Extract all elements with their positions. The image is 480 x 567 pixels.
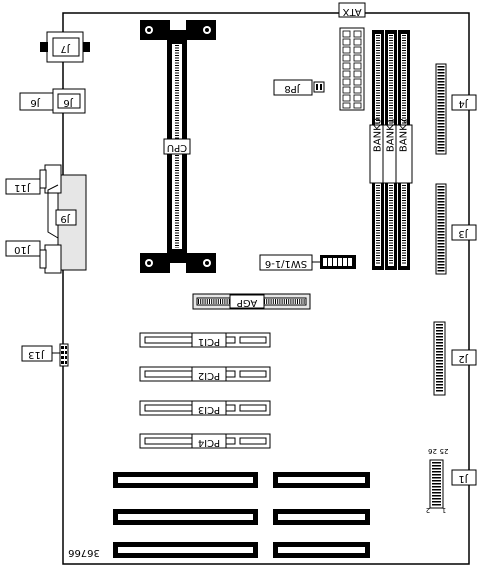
isa-slots [113, 472, 370, 558]
j2-label: J2 [458, 353, 468, 364]
pci1-label: PCI1 [198, 336, 220, 347]
sw1-switch: SW1/1-6 [259, 254, 356, 271]
bank0-label-group: BANK0 [373, 118, 384, 152]
j1-connector: J1 26 25 2 1 [426, 447, 477, 514]
j10-connector: J10 [5, 240, 41, 257]
pin-25-label: 25 [440, 447, 449, 455]
j9-label: J9 [60, 213, 70, 224]
bank0-label: BANK0 [373, 118, 384, 152]
pci-slot-3: PCI3 [139, 400, 271, 416]
pin-1-label: 1 [442, 506, 446, 514]
pci2-label: PCI2 [198, 370, 220, 381]
j10-label: J10 [14, 244, 31, 255]
pin-26-label: 26 [428, 447, 437, 455]
board-id-label: 36766 [68, 547, 100, 558]
pin-2-label: 2 [426, 506, 430, 514]
cpu-label: CPU [167, 142, 187, 153]
jp8-label: JP8 [284, 83, 300, 94]
pci3-label: PCI3 [198, 404, 220, 415]
j11-connector: J11 [5, 178, 41, 195]
j7-connector: J7 [40, 31, 90, 63]
j6-label: J6 [63, 97, 73, 108]
atx-label: ATX [342, 6, 361, 17]
bank1-label: BANK1 [386, 118, 397, 152]
j7-label: J7 [60, 43, 70, 54]
j3-connector: J3 [435, 183, 477, 275]
bank1-label-group: BANK1 [386, 118, 397, 152]
j4-connector: J4 [435, 63, 477, 155]
cpu-slot: CPU [140, 20, 216, 273]
jp8-jumper: JP8 [273, 79, 325, 96]
atx-power-connector: ATX [338, 2, 366, 111]
sw1-label: SW1/1-6 [265, 258, 307, 269]
j3-label: J3 [458, 228, 468, 239]
pci-slot-1: PCI1 [139, 332, 271, 348]
j4-label: J4 [458, 98, 468, 109]
j6-callout: J6 [30, 97, 40, 108]
j2-connector: J2 [433, 321, 477, 396]
agp-slot: AGP [192, 293, 311, 310]
j13-label: J13 [28, 349, 45, 360]
j11-label: J11 [14, 182, 31, 193]
bank2-label-group: BANK2 [399, 118, 410, 152]
dimm-bank2: BANK2 [395, 30, 413, 270]
dimm-bank0: BANK0 [369, 30, 387, 270]
pci-slot-2: PCI2 [139, 366, 271, 382]
j9-connector: J9 [55, 209, 77, 226]
j6-connector: J6 J6 [19, 88, 86, 114]
agp-label: AGP [237, 297, 257, 308]
bank2-label: BANK2 [399, 118, 410, 152]
j1-label: J1 [458, 473, 468, 484]
pci-slot-4: PCI4 [139, 433, 271, 449]
j13-connector: J13 [21, 343, 69, 367]
pci4-label: PCI4 [198, 437, 220, 448]
